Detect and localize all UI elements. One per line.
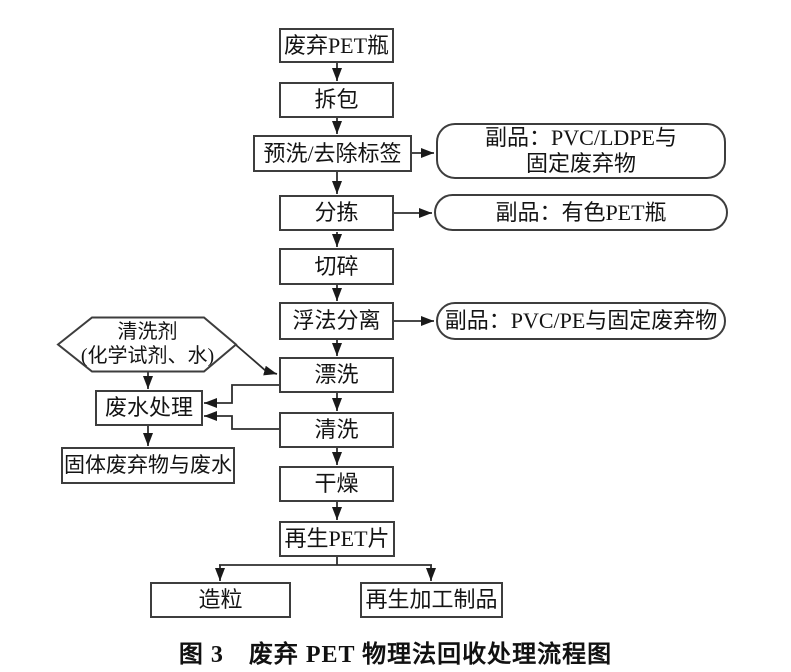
node-detergent: 清洗剂 (化学试剂、水) (80, 320, 215, 367)
node-prewash-remove-labels: 预洗/去除标签 (253, 135, 412, 172)
node-recycled-pet-flakes: 再生PET片 (279, 521, 395, 557)
node-byproduct-pvc-pe: 副品：PVC/PE与固定废弃物 (436, 302, 726, 340)
node-flotation-separation: 浮法分离 (279, 302, 394, 340)
node-waste-pet-bottles: 废弃PET瓶 (279, 28, 394, 63)
node-byproduct-colored-pet: 副品：有色PET瓶 (434, 194, 728, 231)
node-sorting: 分拣 (279, 195, 394, 231)
detergent-hexagon-shape (56, 316, 238, 373)
node-wash: 清洗 (279, 412, 394, 448)
figure-caption: 图 3 废弃 PET 物理法回收处理流程图 (178, 642, 613, 668)
node-unpack: 拆包 (279, 82, 394, 118)
node-dry: 干燥 (279, 466, 394, 502)
node-rinse: 漂洗 (279, 357, 394, 393)
node-pelletizing: 造粒 (150, 582, 291, 618)
node-byproduct-pvc-ldpe: 副品：PVC/LDPE与 固定废弃物 (436, 123, 726, 179)
node-recycled-products: 再生加工制品 (360, 582, 503, 618)
node-wastewater-treatment: 废水处理 (95, 390, 203, 426)
node-shred: 切碎 (279, 248, 394, 285)
node-solid-waste-and-wastewater: 固体废弃物与废水 (61, 447, 235, 484)
